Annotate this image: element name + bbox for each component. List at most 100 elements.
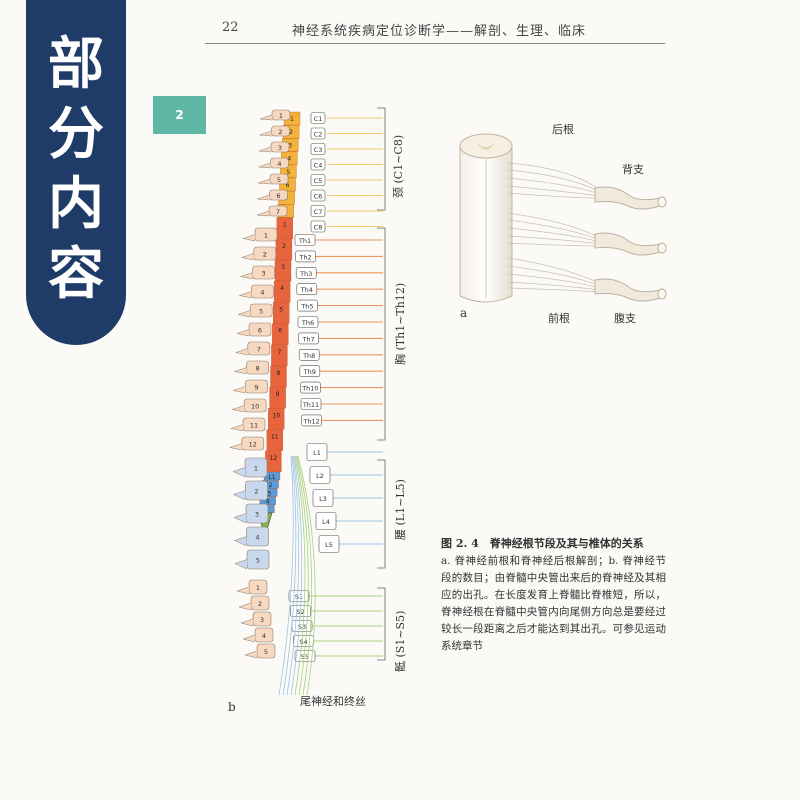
nerve-label: C2 (314, 131, 323, 139)
vertebra (247, 341, 271, 356)
vertebra-process (232, 467, 246, 478)
vertebra-label: 1 (254, 465, 258, 473)
cord-segment (268, 408, 285, 430)
spine-diagram: C1C2C3C4C5C6C7C8Th1Th2Th3Th4Th5Th6Th7Th8… (228, 107, 386, 696)
nerve-box (310, 205, 326, 217)
lumbar-bracket (377, 459, 386, 569)
nerve-label: Th10 (301, 385, 318, 393)
vertebra-label: 5 (277, 176, 281, 184)
cord-segment-label: 12 (270, 455, 278, 462)
vertebra-label: 1 (279, 112, 283, 120)
vertebra-process (259, 114, 273, 121)
vertebra-label: 5 (259, 308, 263, 316)
vertebra-label: 2 (254, 488, 258, 496)
vertebra-process (234, 348, 248, 356)
cord-segment-label: 11 (271, 434, 279, 441)
cord-segment-label: 2 (282, 243, 286, 250)
vertebra (253, 246, 277, 261)
nerve-label: S5 (301, 653, 309, 661)
vertebra-process (244, 650, 258, 659)
vertebra-label: 3 (260, 616, 264, 624)
cauda-fiber (278, 455, 294, 696)
vertebra-label: 1 (264, 232, 268, 240)
vertebra-process (232, 490, 246, 501)
vertebra-label: 2 (278, 128, 282, 136)
vertebra-process (237, 310, 251, 318)
vertebra-process (257, 194, 270, 201)
vertebra-process (233, 513, 247, 524)
thoracic-bracket (377, 227, 386, 441)
vertebra-label: 3 (262, 270, 266, 278)
figure-a-label: a (460, 306, 468, 320)
cauda-fiber (296, 455, 313, 696)
cord-segment-label: 5 (286, 169, 290, 176)
vertebra-label: 4 (262, 632, 266, 640)
vertebra-process (240, 253, 254, 261)
header-rule (205, 43, 665, 44)
cord-segment (271, 344, 288, 366)
nerve-label: L3 (319, 495, 327, 503)
nerve-label: L1 (313, 449, 321, 457)
cord-segment-label: 1 (283, 222, 287, 229)
vertebra-process (239, 272, 253, 280)
cord-segment-label: L1 (268, 474, 275, 481)
nerve-label: C6 (314, 193, 323, 201)
vertebra-label: 11 (250, 422, 258, 430)
dorsal-branch-label: 背支 (622, 163, 644, 176)
vertebra-label: 3 (255, 511, 259, 519)
vertebra-process (234, 559, 248, 570)
cord-segment-label: 8 (277, 370, 281, 377)
nerve-box (310, 220, 326, 233)
cord-segment (276, 217, 293, 239)
vertebra-process (242, 634, 256, 643)
nerve-box (298, 332, 319, 345)
vertebra-label: 4 (255, 534, 259, 542)
cord-segment-label: 6 (278, 328, 282, 335)
nerve-box (301, 414, 322, 427)
nerve-box (299, 365, 321, 378)
nerve-label: Th11 (302, 401, 319, 409)
nerve-label: C4 (314, 162, 323, 170)
vertebra-process (240, 618, 254, 627)
vertebra-label: 5 (264, 648, 268, 656)
vertebra-label: 12 (249, 441, 257, 449)
nerve-box (306, 443, 328, 461)
nerve-box (315, 512, 337, 530)
cord-segment-label: 4 (287, 156, 291, 163)
vertebra-label: 3 (278, 144, 282, 152)
dorsal-root-label: 后根 (552, 123, 574, 136)
vertebra (246, 360, 269, 375)
cord-segment-label: 4 (266, 499, 270, 506)
nerve-label: Th1 (298, 237, 311, 245)
nerve-label: Th3 (299, 270, 312, 278)
banner-char: 分 (48, 102, 104, 167)
vertebra-label: 9 (254, 384, 258, 392)
nerve-box (310, 158, 326, 171)
vertebra-label: 4 (260, 289, 264, 297)
cord-segment-label: 2 (289, 129, 293, 136)
vertebra-label: 8 (256, 365, 260, 373)
banner-char: 内 (48, 172, 104, 237)
nerve-box (295, 250, 316, 263)
nerve-box (297, 299, 318, 312)
vertebra-process (257, 178, 271, 185)
cauda-fiber (294, 455, 306, 696)
nerve-label: Th6 (301, 319, 314, 327)
running-head: 神经系统疾病定位诊断学——解剖、生理、临床 (292, 24, 587, 39)
nerve-box (298, 349, 320, 361)
nerve-box (300, 398, 322, 410)
section-banner: 部 分 内 容 (26, 0, 126, 345)
nerve-box (310, 143, 326, 155)
cord-segment (273, 302, 290, 324)
nerve-label: S1 (295, 593, 303, 601)
cord-segment-label: 1 (290, 116, 294, 123)
vertebra-process (259, 130, 272, 137)
spinal-cord-illustration (459, 133, 667, 303)
cord-segment-label: 2 (269, 482, 273, 489)
cord-segment-label: 6 (286, 182, 290, 189)
cord-segment (273, 281, 291, 303)
spinal-root-figure (450, 118, 680, 333)
ventral-branch-label: 腹支 (614, 312, 636, 325)
caption-title: 图 2. 4 脊神经根节段及其与椎体的关系 (441, 537, 644, 550)
region-sacral-label: 骶 (S1~S5) (394, 610, 407, 672)
